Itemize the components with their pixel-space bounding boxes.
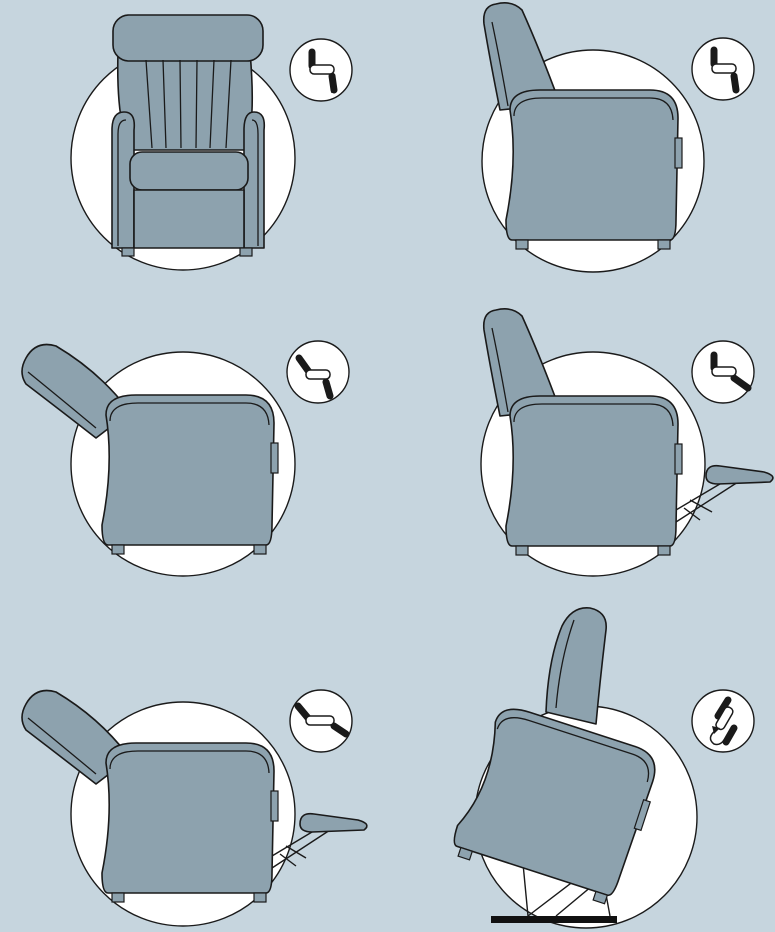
panel-upright-front <box>71 15 352 270</box>
hand-control-both-icon <box>290 690 352 752</box>
chair-side-view <box>484 3 682 249</box>
hand-control-rotate-icon <box>692 690 754 752</box>
chair-base <box>134 190 244 248</box>
hand-control-back-icon <box>287 341 349 403</box>
chair-front-view <box>112 15 264 256</box>
panel-full-recline <box>22 690 367 926</box>
hand-control-rest-icon <box>692 38 754 100</box>
hand-control-leg-icon <box>692 341 754 403</box>
chair-headrest <box>113 15 263 61</box>
panel-upright-side <box>482 3 754 272</box>
panel-lift-tilt <box>449 608 754 928</box>
chair-backrest <box>118 52 253 150</box>
chair-seat-cushion <box>130 152 248 190</box>
panel-back-reclined <box>22 341 349 576</box>
floor-bar <box>491 916 617 923</box>
chair-backrest <box>546 608 606 724</box>
hand-control-rest-icon <box>290 39 352 101</box>
panel-footrest-raised <box>481 309 773 576</box>
